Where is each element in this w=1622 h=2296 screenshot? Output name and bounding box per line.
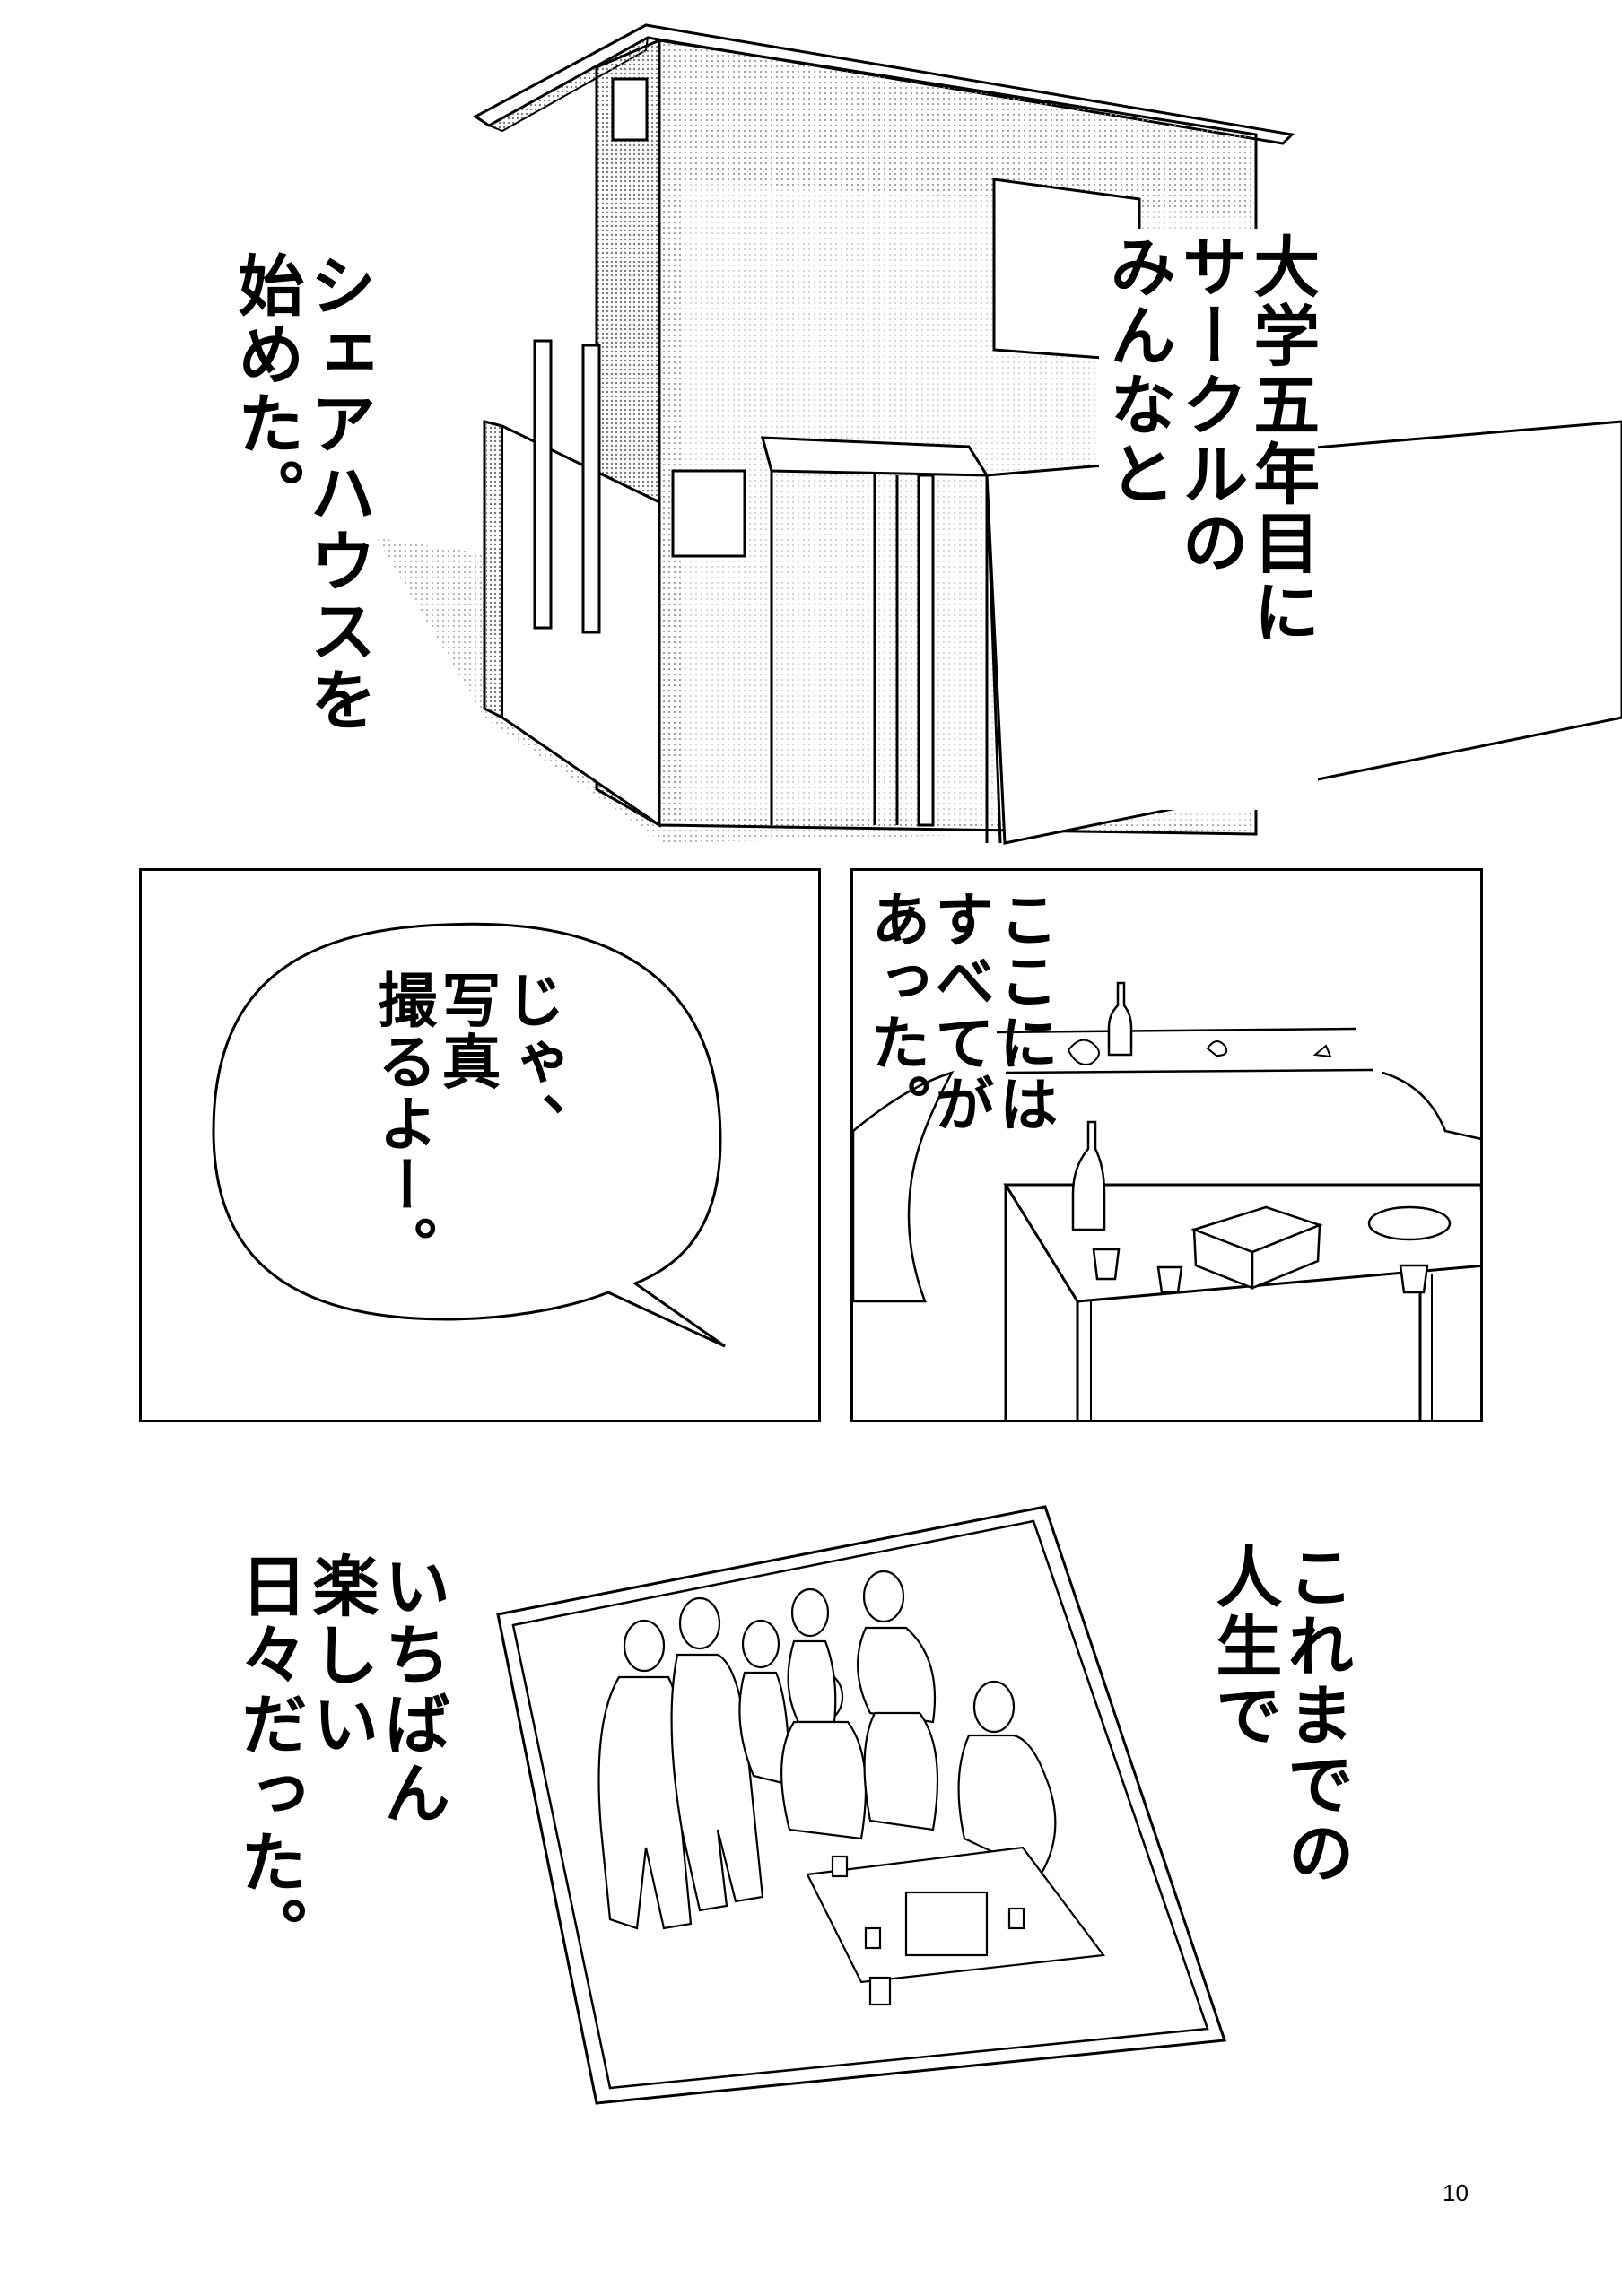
panel-room: ここには すべてが あった。 [850,868,1483,1422]
narration-caption: 大学五年目に サークルの みんなと [1099,229,1320,810]
narration-caption: ここには すべてが あった。 [861,889,1059,1135]
page-number: 10 [1443,2179,1469,2206]
narration-caption: いちばん 楽しい 日々だった。 [229,1552,450,1966]
panel-house: 大学五年目に サークルの みんなと シェアハウスを 始めた。 [0,0,1622,861]
panel-speech: じゃ、 写真 撮るよー。 [139,868,821,1422]
narration-caption: シェアハウスを 始めた。 [226,251,376,735]
speech-bubble [212,922,726,1348]
speech-text: じゃ、 写真 撮るよー。 [368,970,565,1278]
room-illustration [853,981,1480,1420]
group-photo-illustration [496,1505,1227,2105]
narration-caption: これまでの 人生で [1204,1543,1354,1888]
panel-photo: これまでの 人生で いちばん 楽しい 日々だった。 [0,1453,1622,2152]
